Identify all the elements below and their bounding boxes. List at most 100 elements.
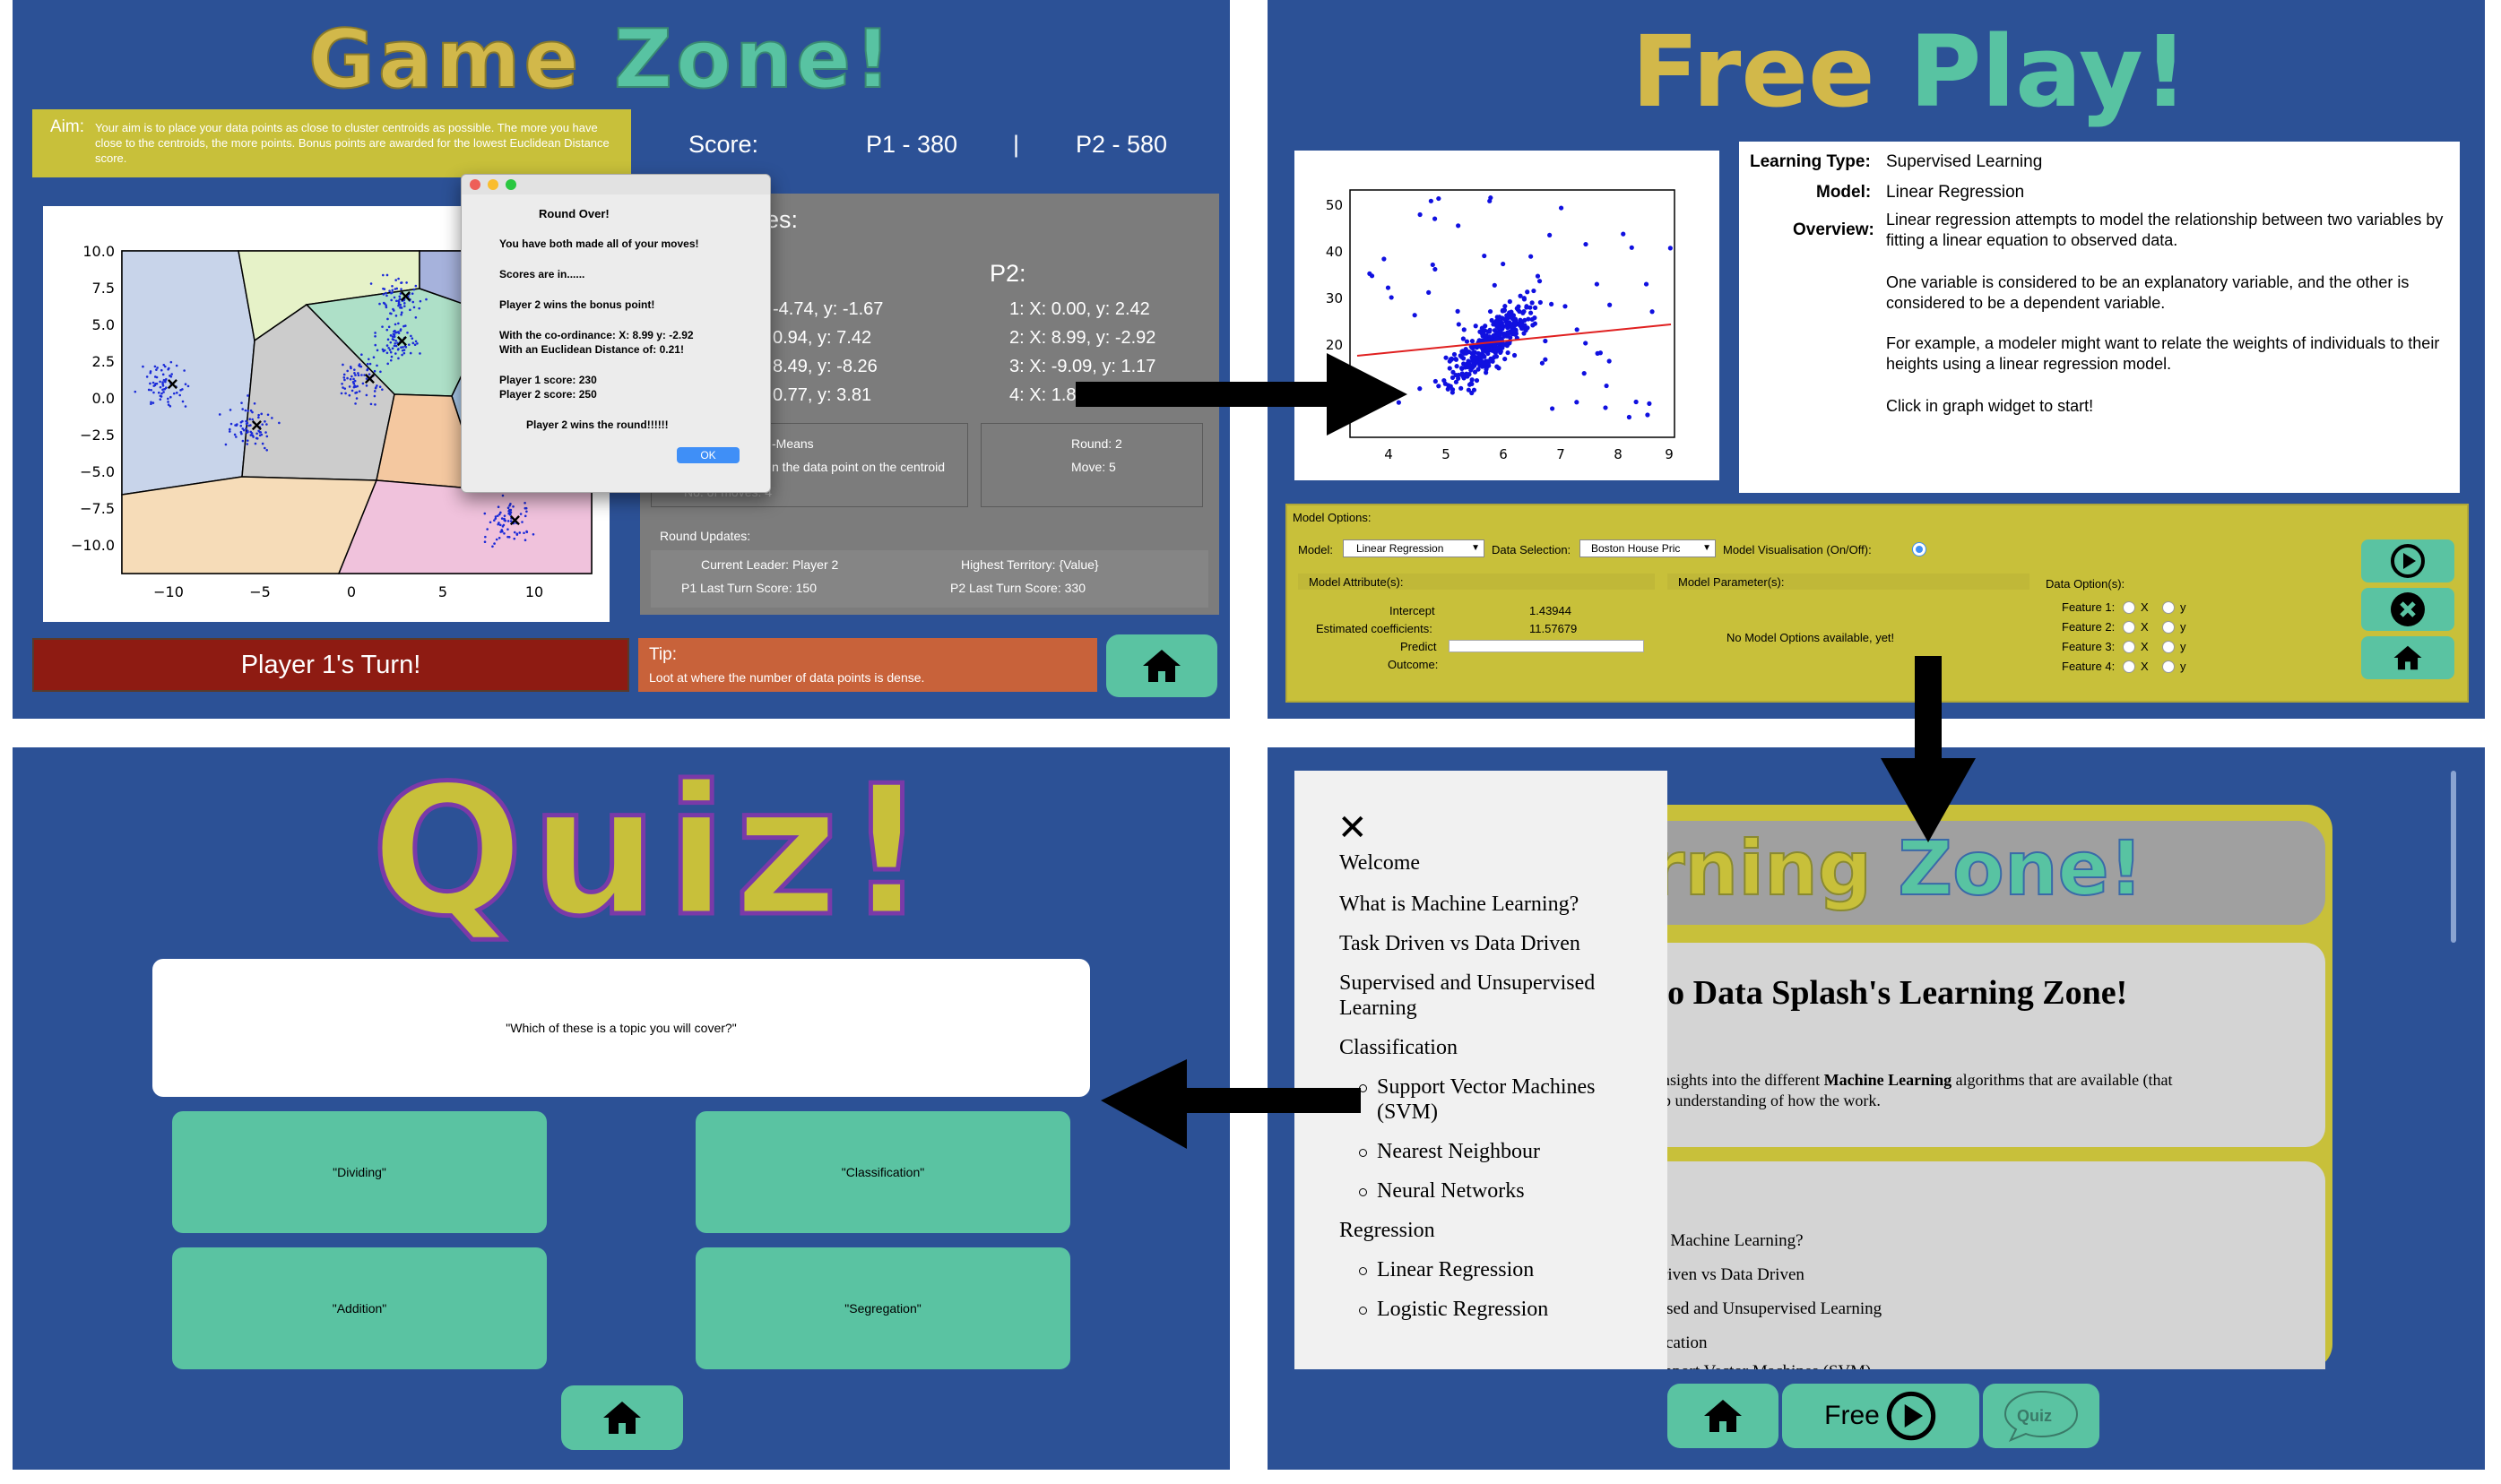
menu-item[interactable]: Classification [1339,1036,1458,1059]
data-point [353,379,357,383]
data-point [385,351,389,355]
data-point [512,505,515,508]
data-point [383,288,386,290]
menu-item[interactable]: Linear Regression [1377,1258,1535,1281]
data-point [486,528,489,531]
model-select[interactable]: Linear Regression ▼ [1343,539,1484,557]
data-point [381,348,385,351]
home-button[interactable] [1106,634,1217,697]
data-point [368,376,372,379]
menu-item[interactable]: Supervised and Unsupervised [1339,971,1596,995]
predict-label: Predict [1400,640,1437,653]
data-point [1543,357,1548,362]
data-point [342,386,344,389]
dialog-ok-button[interactable]: OK [677,447,740,463]
data-point [248,418,252,421]
data-point [1464,339,1470,344]
home-button[interactable] [1667,1384,1778,1448]
close-icon[interactable]: ✕ [1337,808,1368,848]
menu-item[interactable]: Task Driven vs Data Driven [1339,932,1580,955]
minimize-icon[interactable] [488,179,498,190]
model-value: Linear Regression [1886,183,2025,202]
data-point [376,384,378,387]
data-point [510,517,513,520]
data-point [156,367,159,369]
free-play-button[interactable]: Free [1782,1384,1979,1448]
data-point [249,409,253,412]
regression-plot[interactable]: 50 40 30 20 10 4 5 6 7 8 9 [1294,151,1719,480]
data-selection-select[interactable]: Boston House Pric ▼ [1579,539,1716,557]
maximize-icon[interactable] [506,179,516,190]
data-point [265,435,269,438]
data-point [264,420,266,423]
answer-dividing[interactable]: "Dividing" [172,1111,547,1233]
data-point [1516,304,1521,309]
data-point [1473,324,1478,329]
menu-item[interactable]: Welcome [1339,851,1421,875]
quiz-button[interactable]: Quiz [1983,1384,2099,1448]
data-point [265,448,269,452]
menu-item[interactable]: Support Vector Machines [1377,1075,1596,1099]
data-point [363,374,366,376]
data-point [493,542,496,545]
feature-radio[interactable] [2162,601,2175,614]
feature-radio-label: X [2141,640,2149,653]
answer-segregation[interactable]: "Segregation" [696,1247,1070,1369]
data-point [181,388,184,391]
data-point [402,298,406,300]
home-button[interactable] [561,1385,683,1450]
home-button[interactable] [2361,636,2454,679]
menu-item[interactable]: Learning [1339,997,1417,1020]
menu-item[interactable]: Neural Networks [1377,1179,1525,1203]
data-point [343,387,347,390]
feature-radio[interactable] [2123,621,2135,634]
data-point [264,446,266,450]
predict-input[interactable] [1449,640,1644,652]
overview-label: Overview: [1793,220,1874,239]
play-button[interactable] [2361,539,2454,582]
feature-radio[interactable] [2162,641,2175,653]
answer-classification[interactable]: "Classification" [696,1111,1070,1233]
data-point [355,397,359,400]
bullet-icon [1359,1188,1367,1196]
data-point [258,431,262,434]
data-point [390,298,393,302]
scrollbar[interactable] [2451,771,2456,943]
data-point [160,392,163,395]
data-point [388,349,392,351]
feature-radio[interactable] [2162,621,2175,634]
data-point [402,336,406,340]
regression-plot-svg[interactable]: 50 40 30 20 10 4 5 6 7 8 9 [1294,151,1719,480]
feature-radio[interactable] [2162,660,2175,673]
close-icon[interactable] [470,179,480,190]
menu-item[interactable]: (SVM) [1377,1100,1439,1124]
data-point [1621,231,1626,237]
data-point [348,385,351,388]
bullet-icon [1359,1149,1367,1157]
feature-radio[interactable] [2123,660,2135,673]
data-point [393,330,395,333]
chevron-down-icon: ▼ [1471,543,1480,553]
data-point [1451,351,1458,358]
answer-addition[interactable]: "Addition" [172,1247,547,1369]
menu-item[interactable]: Regression [1339,1219,1435,1242]
toc-link[interactable]: Support Vector Machines (SVM) [1646,1362,1871,1369]
feature-radio[interactable] [2123,601,2135,614]
visualisation-radio[interactable] [1913,543,1926,556]
data-point [400,311,403,315]
menu-item[interactable]: Logistic Regression [1377,1298,1549,1321]
clear-button[interactable] [2361,588,2454,631]
data-point [346,376,349,380]
toc-link[interactable]: Supervised and Unsupervised Learning [1614,1299,1882,1318]
feature-radio[interactable] [2123,641,2135,653]
data-point [419,299,422,303]
data-point [414,315,418,319]
menu-item[interactable]: Nearest Neighbour [1377,1140,1540,1163]
x-tick: 4 [1384,446,1393,462]
data-point [381,388,384,391]
data-point [394,344,398,348]
data-point [1461,361,1467,367]
data-point [246,439,249,442]
menu-item[interactable]: What is Machine Learning? [1339,893,1579,916]
data-point [503,514,506,517]
